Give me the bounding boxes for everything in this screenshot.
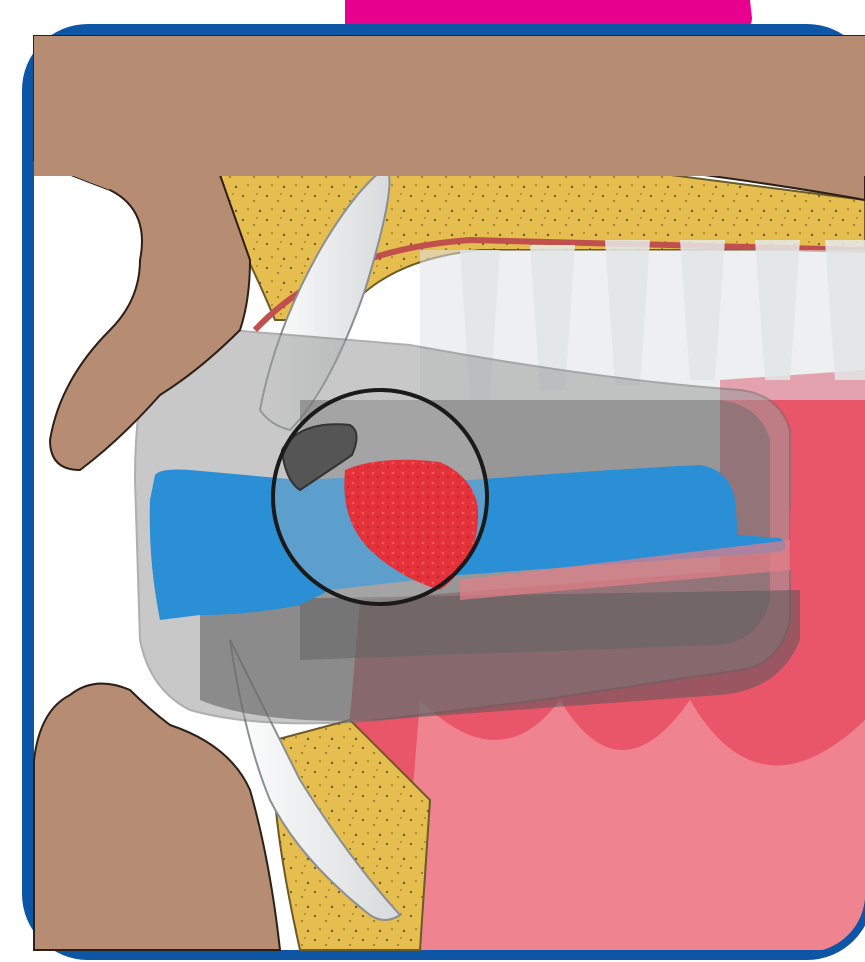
magnifier-circle-icon bbox=[273, 390, 487, 604]
